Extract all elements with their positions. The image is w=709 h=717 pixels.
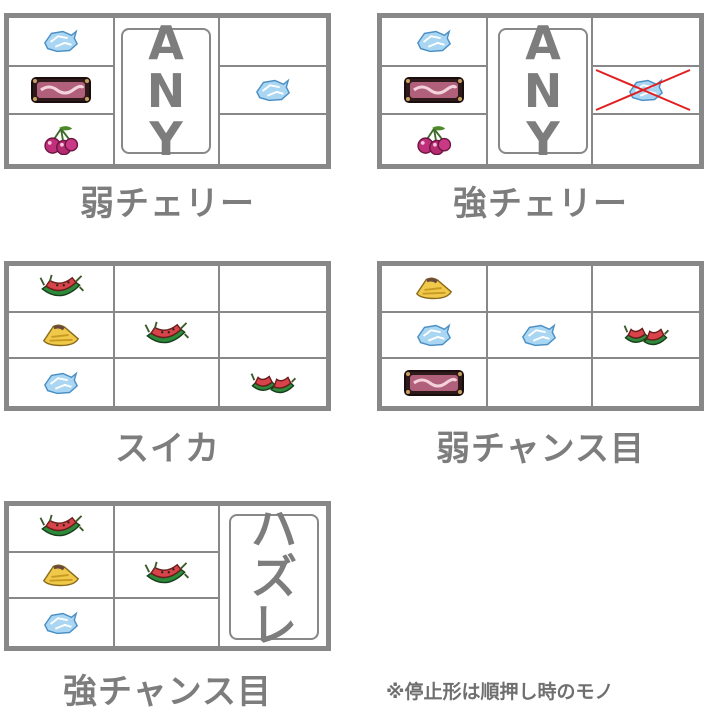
reel-cell [382, 312, 488, 360]
caption-weak-chance: 弱チャンス目 [436, 429, 645, 469]
reel-cell [220, 266, 326, 313]
reel-cell [9, 266, 115, 313]
reel-cell [9, 66, 115, 116]
any-letter: A [148, 16, 184, 70]
reel-cell [114, 266, 221, 313]
any-letter: N [523, 64, 563, 118]
reel-grid [377, 261, 704, 411]
ice-crystal-icon [42, 609, 80, 637]
watermelon-icon [143, 561, 189, 589]
ice-crystal-icon [415, 27, 453, 55]
reel-cell [9, 18, 115, 67]
reel-cell [593, 359, 699, 406]
caption-strong-cherry: 強チェリー [453, 184, 628, 224]
any-letter: A [525, 16, 561, 70]
reel-cell [487, 312, 594, 360]
reel-cell [593, 18, 699, 67]
watermelon-icon [38, 514, 84, 542]
caption-suika: スイカ [115, 429, 220, 469]
reel-cell [220, 67, 326, 116]
reel-cell [114, 552, 221, 600]
reel-cell [382, 359, 488, 406]
reel-cell [382, 18, 488, 67]
reel-cell [220, 18, 326, 67]
reel-cell [115, 115, 221, 164]
reel-cell [220, 313, 326, 360]
any-box: A N Y [121, 19, 211, 163]
reel-cell [382, 266, 488, 313]
cherry-icon [415, 125, 453, 155]
reel-cell [114, 506, 221, 553]
any-box: A N Y [498, 19, 588, 163]
reel-cell [488, 359, 594, 406]
reel-cell [382, 66, 488, 116]
reel-cell-crossed [593, 67, 699, 116]
reel-cell [9, 359, 115, 406]
ice-crystal-icon [42, 369, 80, 397]
reel-cell [9, 506, 115, 553]
any-letter: N [146, 64, 186, 118]
hazure-letter: ズ [251, 550, 297, 604]
reel-cell [9, 552, 115, 600]
any-letter: Y [526, 112, 560, 166]
logo-plate-icon [404, 369, 464, 397]
reel-cell [9, 599, 115, 646]
cherry-icon [42, 125, 80, 155]
reel-cell [115, 359, 221, 406]
reel-cell [488, 66, 594, 116]
watermelon-icon [143, 321, 189, 349]
reel-cell [593, 266, 699, 313]
hazure-letter: ハ [251, 502, 297, 556]
reel-cell [9, 115, 115, 164]
reel-cell [593, 313, 699, 360]
caption-strong-chance: 強チャンス目 [63, 672, 272, 712]
reel-cell [488, 115, 594, 164]
reel-grid [4, 261, 331, 411]
footnote: ※停止形は順押し時のモノ [386, 681, 614, 703]
bell-icon [40, 321, 82, 349]
reel-cell [115, 18, 221, 67]
bell-icon [40, 561, 82, 589]
reel-cell [593, 115, 699, 164]
hazure-letter: レ [251, 598, 297, 652]
any-letter: Y [149, 112, 183, 166]
ice-crystal-icon [415, 321, 453, 349]
ice-crystal-icon [520, 321, 558, 349]
watermelon-icon [621, 321, 671, 349]
hazure-box: ハ ズ レ [229, 505, 319, 649]
reel-cell [9, 312, 115, 360]
reel-cell [487, 266, 594, 313]
reel-cell [115, 599, 221, 646]
reel-cell [488, 18, 594, 67]
ice-crystal-icon [42, 27, 80, 55]
reel-cell [382, 115, 488, 164]
caption-weak-cherry: 弱チェリー [80, 184, 255, 224]
bell-icon [413, 274, 455, 302]
reel-cell [220, 115, 326, 164]
reel-cell [220, 359, 326, 406]
watermelon-icon [248, 369, 298, 397]
logo-plate-icon [404, 76, 464, 104]
logo-plate-icon [31, 76, 91, 104]
watermelon-icon [38, 274, 84, 302]
cross-mark-icon [595, 68, 691, 111]
reel-cell [114, 312, 221, 360]
ice-crystal-icon [254, 76, 292, 104]
reel-cell [115, 66, 221, 116]
